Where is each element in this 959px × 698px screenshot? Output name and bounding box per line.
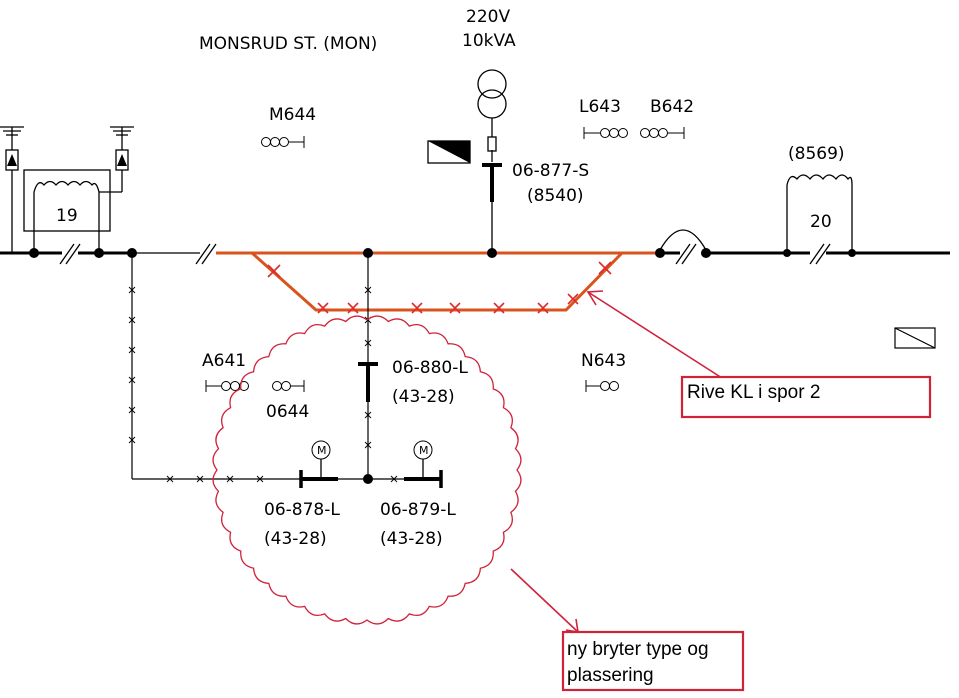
motor-879-icon [413, 440, 433, 460]
section-breaks [59, 243, 831, 265]
signal-a641 [205, 380, 249, 392]
signal-n643 [585, 380, 619, 392]
annotation-arrow-1 [586, 290, 723, 379]
note-new-switch-line1: ny bryter type og [567, 639, 709, 660]
section-19-box [0, 126, 134, 254]
switch-879-l [404, 440, 443, 488]
section-8569-label: (8569) [788, 144, 845, 164]
motor-878-icon [311, 440, 331, 460]
section-20-label: 20 [810, 212, 832, 232]
section-19-label: 19 [56, 206, 78, 226]
removal-marks [267, 261, 612, 314]
switch-880-l-code: (43-28) [392, 387, 455, 407]
signal-m644-label: M644 [269, 105, 316, 125]
switch-878-l-id: 06-878-L [264, 500, 340, 520]
switch-877-s-id: 06-877-S [512, 161, 589, 181]
switch-878-l [299, 440, 338, 488]
station-name: MONSRUD ST. (MON) [199, 34, 377, 54]
signal-n643-label: N643 [581, 351, 626, 371]
signal-l643-label: L643 [579, 97, 621, 117]
revision-cloud-outline [212, 315, 522, 625]
signal-b642 [640, 127, 685, 139]
annotation-arrow-2 [510, 568, 579, 633]
switch-879-l-id: 06-879-L [380, 500, 456, 520]
motor-879-label: M [419, 444, 429, 457]
signal-l643 [583, 127, 628, 139]
signal-o644-label: 0644 [266, 402, 309, 422]
surge-arrester-icons [7, 154, 127, 166]
note-remove-catenary: Rive KL i spor 2 [680, 375, 932, 419]
switch-880-l-id: 06-880-L [392, 358, 468, 378]
switch-880-l [358, 362, 378, 402]
note-new-switch-line2: plassering [567, 665, 654, 686]
signal-o644 [272, 380, 305, 392]
revision-cloud [212, 315, 522, 625]
motor-878-label: M [317, 444, 327, 457]
switch-877-s-code: (8540) [527, 186, 584, 206]
removed-catenary-track-2 [216, 251, 658, 312]
note-new-switch: ny bryter type og plassering [561, 630, 745, 692]
transformer-power: 10kVA [462, 31, 516, 51]
transformer-voltage: 220V [466, 7, 510, 27]
switch-878-l-code: (43-28) [264, 529, 327, 549]
disconnector-flag-icon [427, 140, 471, 164]
feeder-wire-marks [128, 286, 398, 483]
note-remove-catenary-text: Rive KL i spor 2 [687, 382, 820, 403]
section-insulator-arc [659, 229, 707, 251]
cabinet-icon [894, 327, 936, 349]
signal-b642-label: B642 [650, 97, 694, 117]
section-20-coil [786, 174, 853, 253]
transformer-icon [477, 69, 507, 152]
switch-877-s [482, 150, 502, 253]
switch-879-l-code: (43-28) [380, 529, 443, 549]
signal-m644 [261, 136, 305, 148]
signal-a641-label: A641 [202, 351, 246, 371]
